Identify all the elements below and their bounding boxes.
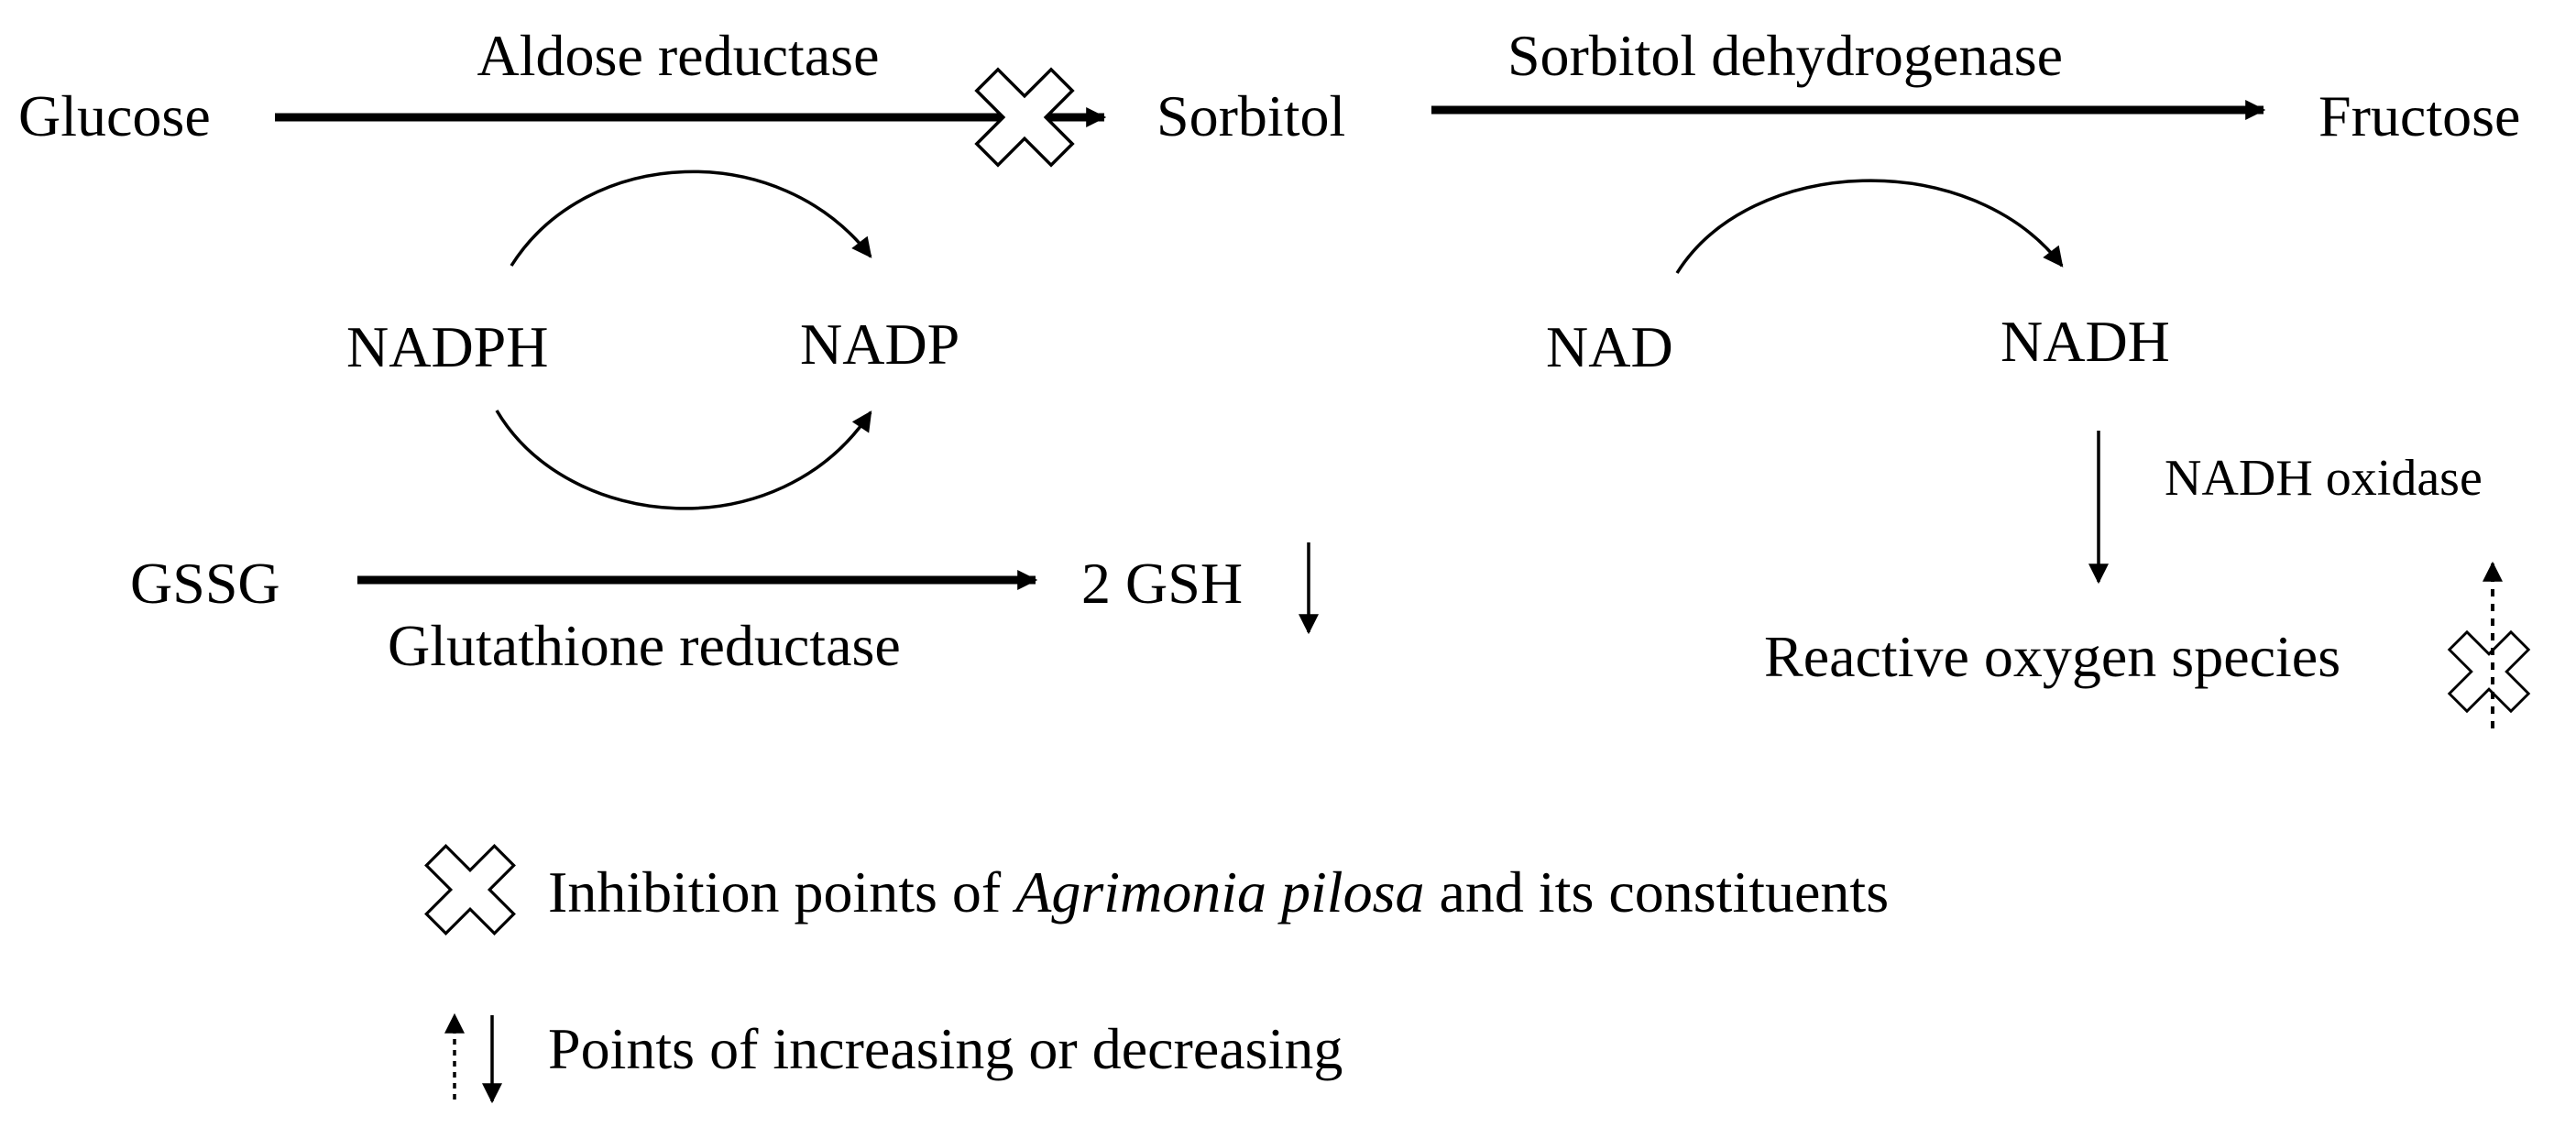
nadh-label: NADH [2001, 309, 2170, 374]
gssg-label: GSSG [130, 551, 280, 616]
aldose-reductase-label: Aldose reductase [477, 23, 880, 88]
nadh-oxidase-label: NADH oxidase [2165, 450, 2483, 507]
inhibition-x-icon [2448, 630, 2530, 713]
legend-change-text: Points of increasing or decreasing [548, 1016, 1343, 1081]
legend-inhibition-species: Agrimonia pilosa [1012, 859, 1424, 925]
legend-inhibition-x-icon [424, 844, 516, 936]
nad-label: NAD [1546, 314, 1673, 379]
glutathione-lower-curve [495, 410, 872, 510]
gsh-label: 2 GSH [1081, 551, 1243, 616]
glucose-label: Glucose [18, 83, 211, 148]
glutathione-reductase-label: Glutathione reductase [388, 613, 901, 678]
nadph-label: NADPH [346, 314, 548, 379]
legend-inhibition-suffix: and its constituents [1439, 859, 1889, 925]
sorbitol-dehydrogenase-label: Sorbitol dehydrogenase [1507, 23, 2063, 88]
legend-inhibition-prefix: Inhibition points of [548, 859, 1002, 925]
fructose-label: Fructose [2318, 83, 2520, 148]
nad-to-nadh-curve [1675, 179, 2064, 274]
legend-inhibition-text: Inhibition points of Agrimonia pilosa an… [548, 859, 1889, 925]
ros-label: Reactive oxygen species [1764, 624, 2340, 689]
sorbitol-label: Sorbitol [1156, 83, 1345, 148]
nadph-to-nadp-upper-curve [510, 170, 872, 267]
nadp-label: NADP [800, 312, 959, 377]
